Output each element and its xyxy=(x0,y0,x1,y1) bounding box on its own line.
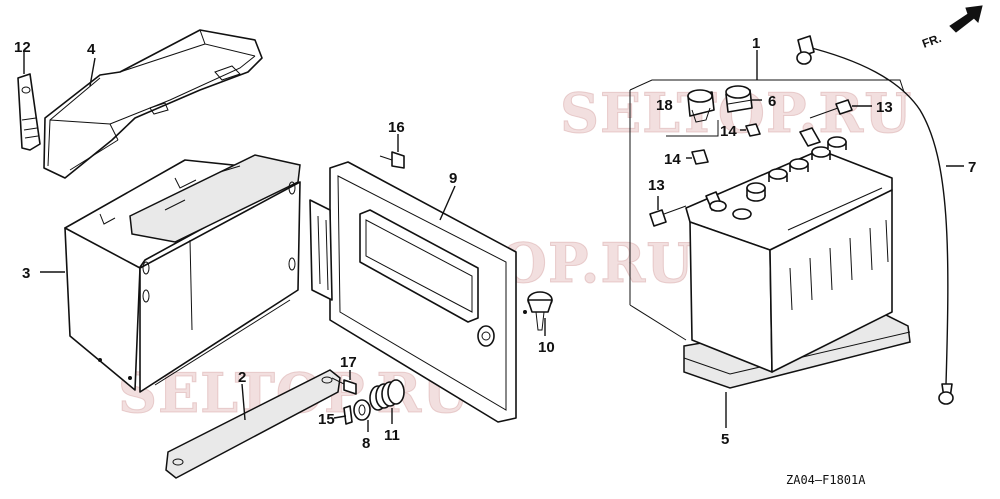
part-11-spring xyxy=(369,379,405,411)
assembly-bracket xyxy=(629,79,905,305)
callout-14-lower: 14 xyxy=(664,151,681,168)
callout-15: 15 xyxy=(318,411,335,428)
part-7-cable xyxy=(796,35,954,405)
callout-13-upper: 13 xyxy=(876,99,893,116)
part-10-knob-bolt xyxy=(523,291,553,331)
part-14-nut-lower xyxy=(691,149,709,165)
callout-13-lower: 13 xyxy=(648,177,665,194)
callout-7: 7 xyxy=(968,159,976,176)
callout-8: 8 xyxy=(362,435,370,452)
drawing-code: ZA04—F1801A xyxy=(786,473,866,487)
part-15-pin xyxy=(343,405,353,425)
battery xyxy=(685,127,893,373)
callout-16: 16 xyxy=(388,119,405,136)
callout-14-upper: 14 xyxy=(720,123,737,140)
part-17-bolt xyxy=(331,377,357,395)
front-arrow-icon xyxy=(949,5,983,33)
part-16-bolt xyxy=(379,151,405,169)
callout-2: 2 xyxy=(238,369,246,386)
callout-18: 18 xyxy=(656,97,673,114)
callout-10: 10 xyxy=(538,339,555,356)
part-3-battery-box xyxy=(64,154,301,393)
part-6-cap xyxy=(725,85,753,113)
part-8-washer xyxy=(353,399,371,421)
callout-6: 6 xyxy=(768,93,776,110)
part-13-bolt-upper xyxy=(809,99,853,119)
part-18-vent-plug xyxy=(666,89,719,137)
part-14-nut-upper xyxy=(745,123,761,137)
callout-11: 11 xyxy=(384,427,400,444)
part-13-bolt-lower xyxy=(649,205,687,227)
part-12-strap-clip xyxy=(17,73,41,151)
callout-5: 5 xyxy=(721,431,729,448)
part-2-strap xyxy=(165,369,341,479)
callout-4: 4 xyxy=(87,41,96,58)
front-direction-label: FR. xyxy=(920,31,943,51)
callout-12: 12 xyxy=(14,39,31,56)
part-4-box-cover xyxy=(43,29,263,179)
callout-3: 3 xyxy=(22,265,30,282)
callout-1: 1 xyxy=(752,35,760,52)
callout-9: 9 xyxy=(449,170,457,187)
callout-17: 17 xyxy=(340,354,357,371)
vent-caps xyxy=(732,136,847,220)
assembly-bracket-lower xyxy=(629,304,687,341)
part-9-front-lid xyxy=(309,161,517,423)
